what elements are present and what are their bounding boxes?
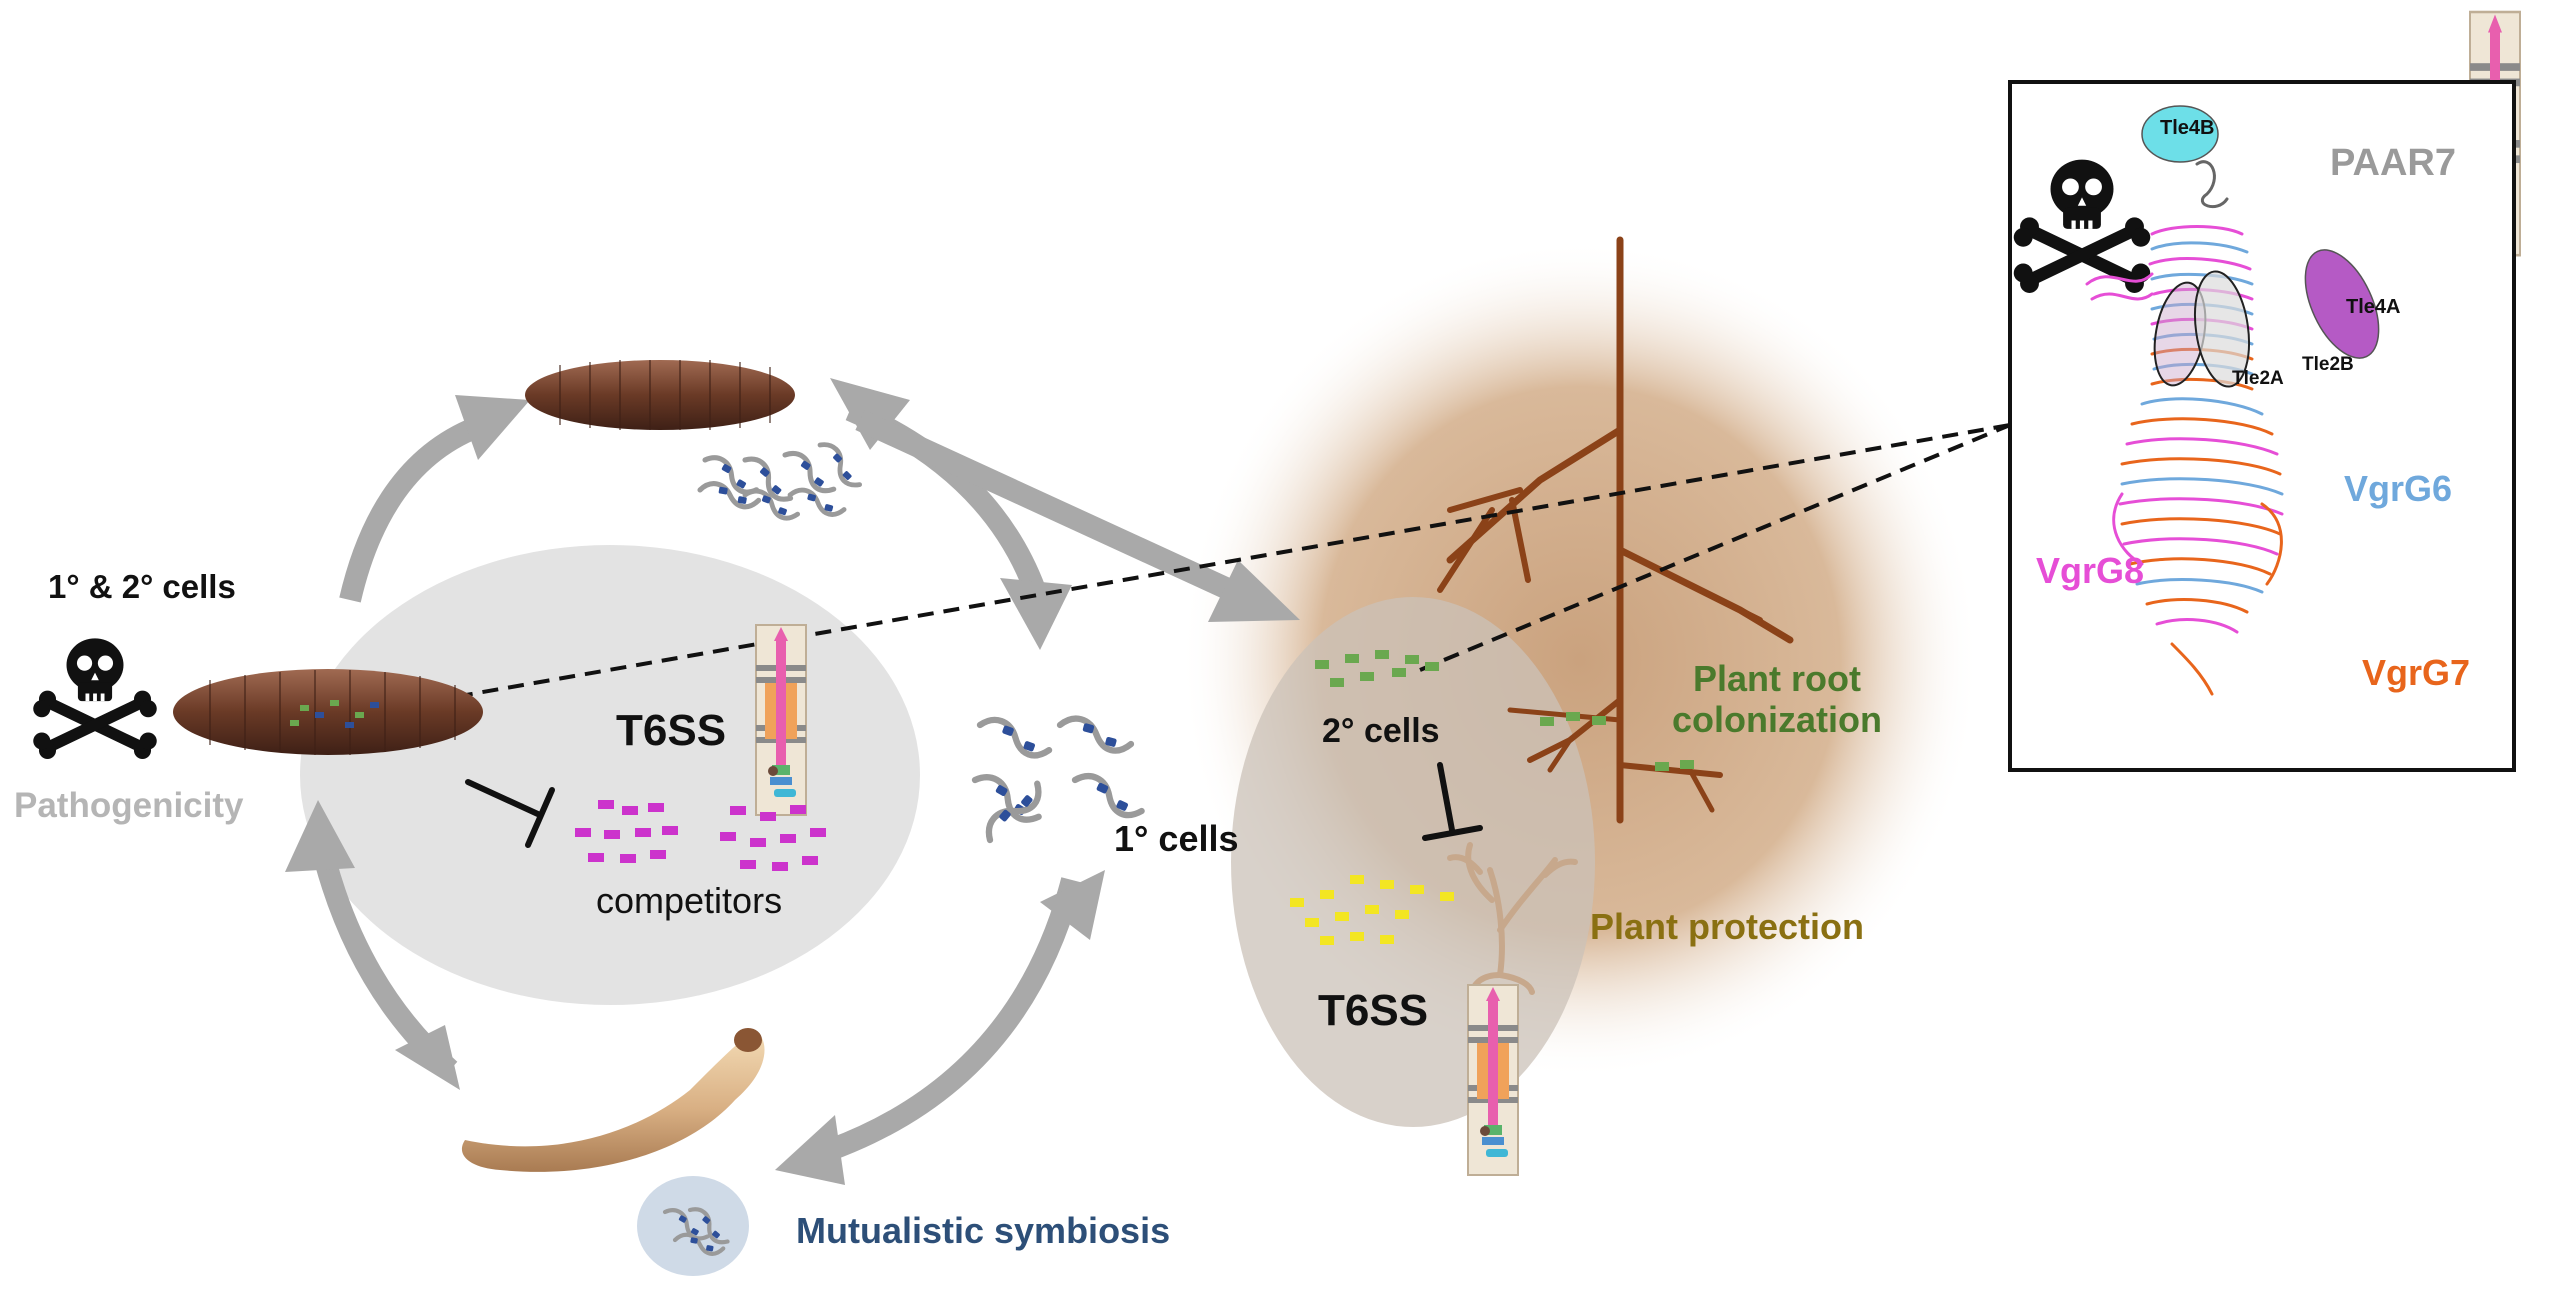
t6ss-competition-zone [300,545,920,1005]
plant-roots [1437,236,1794,824]
tle4a-domain [2304,249,2380,359]
t6ss-machine-icon [755,624,807,816]
label-t6ss-right: T6SS [1318,986,1429,1035]
label-mutualistic-symbiosis: Mutualistic symbiosis [796,1210,1171,1251]
label-tle4b: Tle4B [2160,117,2215,139]
bacteria-cluster-top [698,439,865,522]
label-paar7: PAAR7 [2330,142,2456,184]
label-vgrg7: VgrG7 [2362,652,2471,693]
yellow-cells [1290,875,1454,945]
label-tle2b: Tle2B [2302,354,2354,375]
tle2b-domain [2194,270,2250,388]
label-1-cells: 1° cells [1114,818,1239,859]
label-2-cells: 2° cells [1322,712,1440,750]
label-tle2a: Tle2A [2232,368,2284,389]
inhibition-symbol-left [465,779,555,848]
tle4b-domain [2141,105,2219,163]
label-tle4a: Tle4A [2346,296,2401,318]
label-plant-root-colonization: Plant root colonization [1672,658,1882,741]
label-1-2-cells: 1° & 2° cells [48,568,236,605]
label-vgrg6: VgrG6 [2344,468,2453,509]
label-vgrg8: VgrG8 [2036,550,2145,591]
mutualism-bubble [637,1176,749,1276]
skull-crossbones-icon [33,638,157,759]
larva-healthy [461,1028,765,1172]
soil-t6ss-zone [1231,597,1595,1127]
competitor-cells [575,800,826,871]
secondary-cells [1315,650,1694,771]
structure-inset [2008,80,2516,772]
label-t6ss-left: T6SS [616,706,727,755]
fungus-icon [1447,842,1578,995]
larva-top [525,360,795,430]
label-competitors: competitors [596,880,783,921]
t6ss-machine-icon-soil [1467,984,1519,1176]
dashed-connectors [379,423,2011,712]
label-plant-protection: Plant protection [1590,906,1865,947]
inhibition-symbol-right [1422,762,1483,841]
cycle-arrows [285,378,1300,1185]
skull-crossbones-icon-inset [2014,160,2151,293]
larva-infected [173,669,483,755]
label-pathogenicity: Pathogenicity [14,786,244,825]
